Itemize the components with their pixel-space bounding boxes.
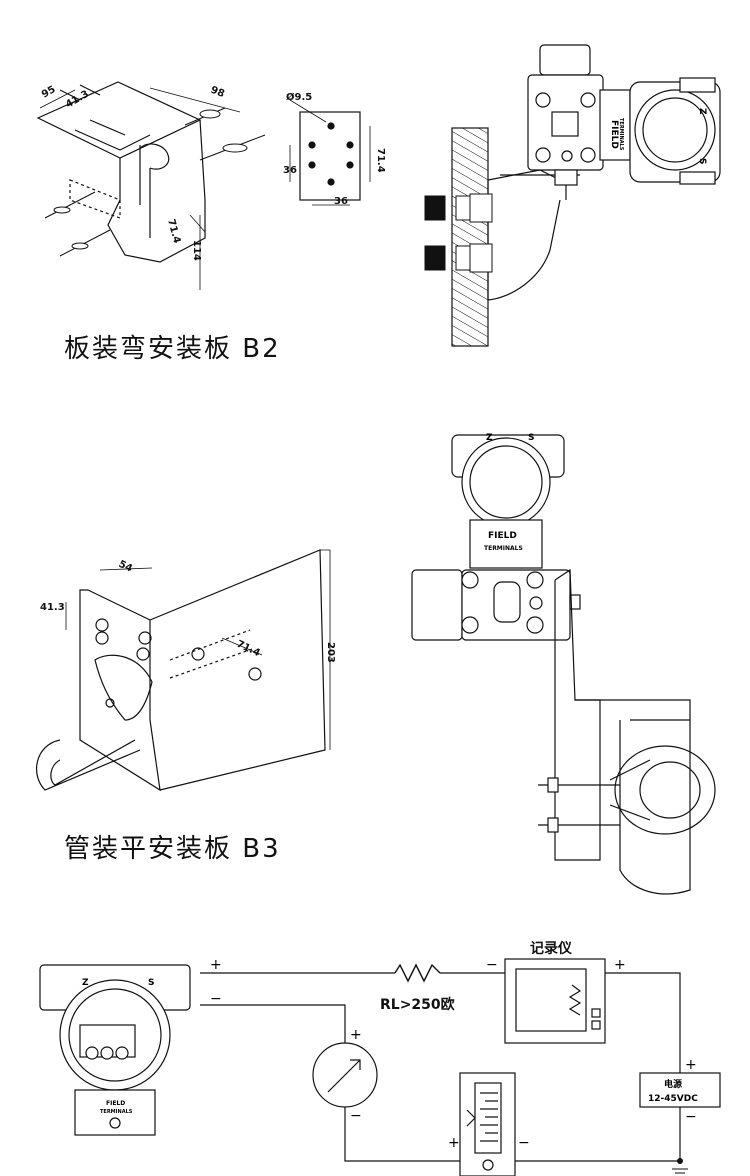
b2-dim-98: 98: [209, 85, 226, 100]
power-plus: +: [685, 1057, 697, 1073]
wiring-diagram: Z S FIELD TERMINALS RL>250欧 记录仪: [39, 941, 721, 1176]
b2-bolts: [44, 107, 266, 257]
b2-section: 95 41.3 98 71.4 114 Ø9.5 36 36 71.4: [0, 0, 750, 420]
transmitter-plus: +: [210, 957, 222, 973]
wiring-s-label: S: [148, 978, 154, 988]
resistor-symbol: [394, 963, 441, 983]
b2-plate-dim-36-left: 36: [283, 165, 297, 176]
wiring-transmitter: [39, 964, 191, 1136]
recorder-minus: −: [486, 957, 498, 973]
wiring-field-label: FIELD: [106, 1100, 125, 1107]
b3-dim-41-3: 41.3: [40, 602, 65, 613]
meter-minus: −: [350, 1108, 362, 1124]
b2-plate-dim-71-4: 71.4: [375, 148, 386, 173]
recorder-plus: +: [614, 957, 626, 973]
b3-pipe-bracket: [538, 568, 716, 895]
b2-s-label: S: [697, 158, 707, 164]
b2-dim-114: 114: [191, 240, 202, 261]
junction-dot: [677, 1158, 683, 1164]
power-voltage: 12-45VDC: [648, 1094, 698, 1104]
b3-section: 54 41.3 71.4 203 Z S FIELD TERMINALS: [0, 420, 750, 920]
power-minus: −: [685, 1109, 697, 1125]
b2-dim-41-3: 41.3: [64, 89, 91, 111]
b3-flat-bracket: [36, 549, 326, 792]
b2-dim-71-4: 71.4: [165, 218, 182, 245]
power-label: 电源: [664, 1078, 682, 1090]
b2-plate-dim-36-bottom: 36: [334, 196, 348, 207]
b3-terminals-label: TERMINALS: [484, 545, 523, 552]
b3-s-label: S: [528, 433, 534, 443]
recorder-label: 记录仪: [530, 941, 573, 957]
ground-symbol: [672, 1168, 688, 1174]
b3-transmitter: [411, 434, 581, 641]
resistor-label: RL>250欧: [380, 996, 455, 1013]
power-box: [639, 1072, 721, 1108]
b3-drawing: 54 41.3 71.4 203 Z S FIELD TERMINALS: [36, 433, 716, 895]
meter-plus: +: [350, 1027, 362, 1043]
b3-z-label: Z: [486, 433, 493, 443]
transmitter-minus: −: [210, 991, 222, 1007]
b2-terminals-label: TERMINALS: [618, 118, 624, 151]
wiring-terminals-label: TERMINALS: [100, 1109, 133, 1115]
b2-caption: 板装弯安装板 B2: [64, 334, 281, 364]
b2-drawing: 95 41.3 98 71.4 114 Ø9.5 36 36 71.4: [36, 44, 721, 347]
b3-field-label: FIELD: [488, 531, 517, 541]
b3-caption: 管装平安装板 B3: [64, 834, 281, 864]
wiring-section: Z S FIELD TERMINALS RL>250欧 记录仪: [0, 925, 750, 1176]
b2-anchor-bolts: [424, 193, 493, 273]
b2-transmitter: [527, 44, 721, 200]
b3-dim-203: 203: [325, 642, 336, 663]
indicator-gauge: [459, 1072, 516, 1176]
b2-wall: [451, 127, 489, 347]
recorder-box: [504, 958, 606, 1044]
b2-plate-hole-dim: Ø9.5: [286, 91, 312, 103]
gauge-minus: −: [518, 1135, 530, 1151]
b2-mounting-plate: [289, 99, 371, 206]
b3-dim-54: 54: [117, 559, 134, 575]
b2-z-label: Z: [697, 108, 707, 115]
gauge-plus: +: [448, 1135, 460, 1151]
b3-dim-71-4: 71.4: [235, 639, 262, 659]
meter-symbol: [312, 1042, 378, 1108]
b2-field-label: FIELD: [609, 120, 619, 149]
b2-dim-95: 95: [40, 84, 58, 101]
wiring-z-label: Z: [82, 978, 89, 988]
